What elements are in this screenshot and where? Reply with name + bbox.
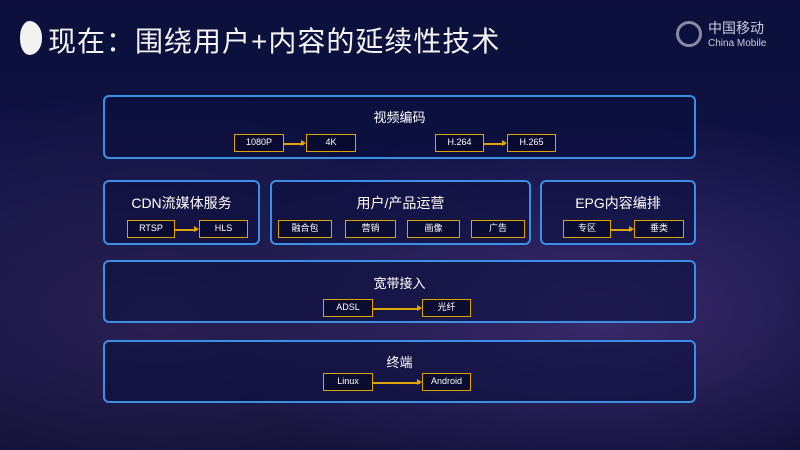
panel-title: 宽带接入 <box>373 276 426 291</box>
chip-ads: 广告 <box>471 220 525 238</box>
chip-adsl: ADSL <box>323 299 373 317</box>
panel-title: 视频编码 <box>373 110 426 125</box>
arrow <box>484 140 507 146</box>
panel-title: CDN流媒体服务 <box>131 195 232 211</box>
panel-title: 终端 <box>386 355 413 370</box>
chip-fiber: 光纤 <box>422 299 471 317</box>
chip-bundle: 融合包 <box>278 220 332 238</box>
brand-name-cn: 中国移动 <box>708 20 764 36</box>
panel-title: 用户/产品运营 <box>356 195 445 211</box>
chip-4k: 4K <box>306 134 356 152</box>
chip-linux: Linux <box>323 373 373 391</box>
chip-rtsp: RTSP <box>127 220 175 238</box>
page-title: 现在：围绕用户+内容的延续性技术 <box>48 26 501 57</box>
chip-1080p: 1080P <box>234 134 284 152</box>
chip-hls: HLS <box>199 220 248 238</box>
arrow <box>373 379 422 385</box>
video-encoding-panel: 视频编码 <box>103 95 696 159</box>
panel-title: EPG内容编排 <box>575 195 661 211</box>
chip-zone: 专区 <box>563 220 611 238</box>
brand-name-en: China Mobile <box>708 38 767 49</box>
china-mobile-logo-icon <box>676 20 702 47</box>
brand-logo: 中国移动 China Mobile <box>676 18 766 49</box>
arrow <box>284 140 306 146</box>
chip-h265: H.265 <box>507 134 556 152</box>
broadband-panel: 宽带接入 <box>103 260 696 323</box>
arrow <box>611 226 634 232</box>
arrow <box>175 226 199 232</box>
chip-vertical: 垂类 <box>634 220 684 238</box>
arrow <box>373 305 422 311</box>
terminal-panel: 终端 <box>103 340 696 403</box>
chip-h264: H.264 <box>435 134 484 152</box>
chip-marketing: 营销 <box>345 220 396 238</box>
logo-icon <box>20 21 42 55</box>
chip-profile: 画像 <box>407 220 460 238</box>
chip-android: Android <box>422 373 471 391</box>
